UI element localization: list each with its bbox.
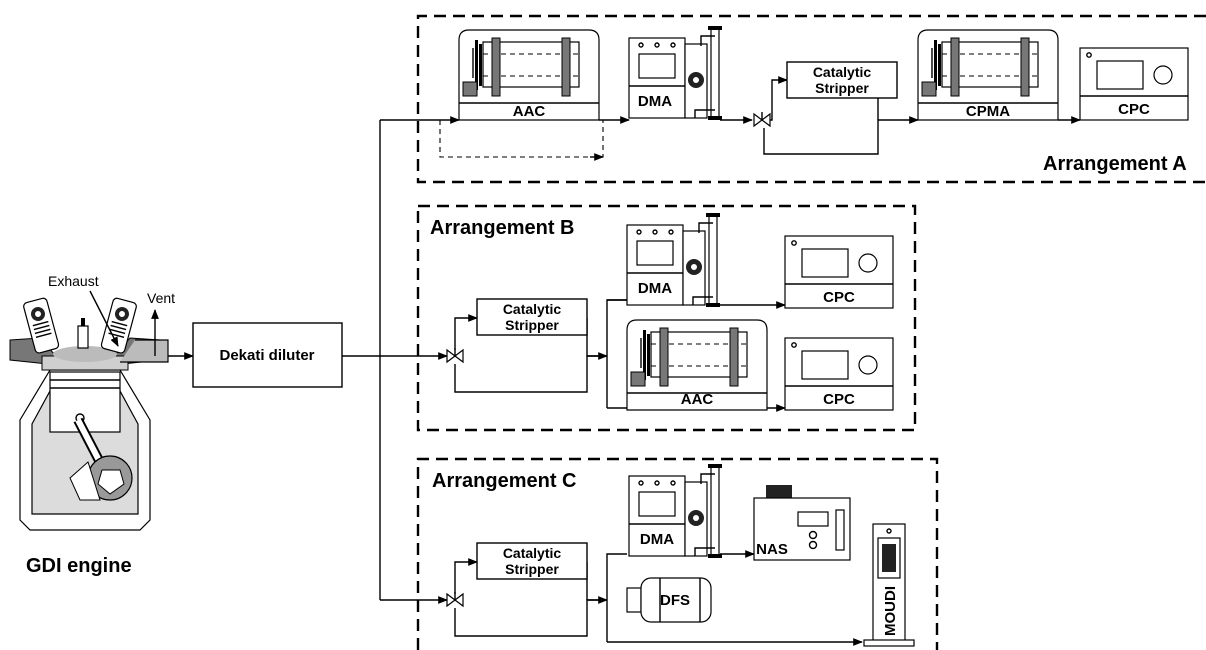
arrangement-c-boundary bbox=[416, 457, 939, 650]
cpc-a-label: CPC bbox=[1118, 101, 1150, 118]
stripper-c-line1: Catalytic bbox=[503, 545, 562, 561]
cpma-a-label: CPMA bbox=[966, 103, 1010, 120]
arrangement-b-boundary bbox=[416, 204, 917, 432]
aac-b-label: AAC bbox=[681, 391, 714, 408]
exhaust-label: Exhaust bbox=[48, 273, 99, 289]
aac-a-label: AAC bbox=[513, 103, 546, 120]
stripper-a-line2: Stripper bbox=[815, 80, 869, 96]
gdi-engine bbox=[9, 297, 169, 531]
valve-c bbox=[446, 591, 464, 607]
stripper-b-line2: Stripper bbox=[505, 317, 559, 333]
engine-label: GDI engine bbox=[26, 555, 132, 577]
valve-b bbox=[446, 347, 464, 363]
dma-c-label: DMA bbox=[640, 531, 674, 548]
vent-label: Vent bbox=[147, 290, 175, 306]
stripper-b-line1: Catalytic bbox=[503, 301, 562, 317]
stripper-c-line2: Stripper bbox=[505, 561, 559, 577]
moudi-label: MOUDI bbox=[882, 586, 899, 636]
dma-b-label: DMA bbox=[638, 280, 672, 297]
arrangement-c-title: Arrangement C bbox=[432, 470, 576, 492]
nas-label: NAS bbox=[756, 541, 788, 558]
arrangement-a-title: Arrangement A bbox=[1043, 153, 1187, 175]
catalytic-stripper-a bbox=[786, 61, 898, 99]
dma-a-label: DMA bbox=[638, 93, 672, 110]
catalytic-stripper-b bbox=[476, 298, 588, 336]
dfs-label: DFS bbox=[660, 592, 690, 609]
dfs-instrument bbox=[626, 577, 712, 623]
catalytic-stripper-c bbox=[476, 542, 588, 580]
dekati-diluter bbox=[192, 322, 343, 388]
moudi-instrument bbox=[863, 523, 915, 647]
dekati-diluter-label: Dekati diluter bbox=[219, 347, 314, 364]
valve-a bbox=[753, 111, 771, 127]
cpc-b-top-label: CPC bbox=[823, 289, 855, 306]
arrangement-b-title: Arrangement B bbox=[430, 217, 574, 239]
cpc-b-bottom-label: CPC bbox=[823, 391, 855, 408]
nas-instrument bbox=[753, 485, 851, 561]
stripper-a-line1: Catalytic bbox=[813, 64, 872, 80]
